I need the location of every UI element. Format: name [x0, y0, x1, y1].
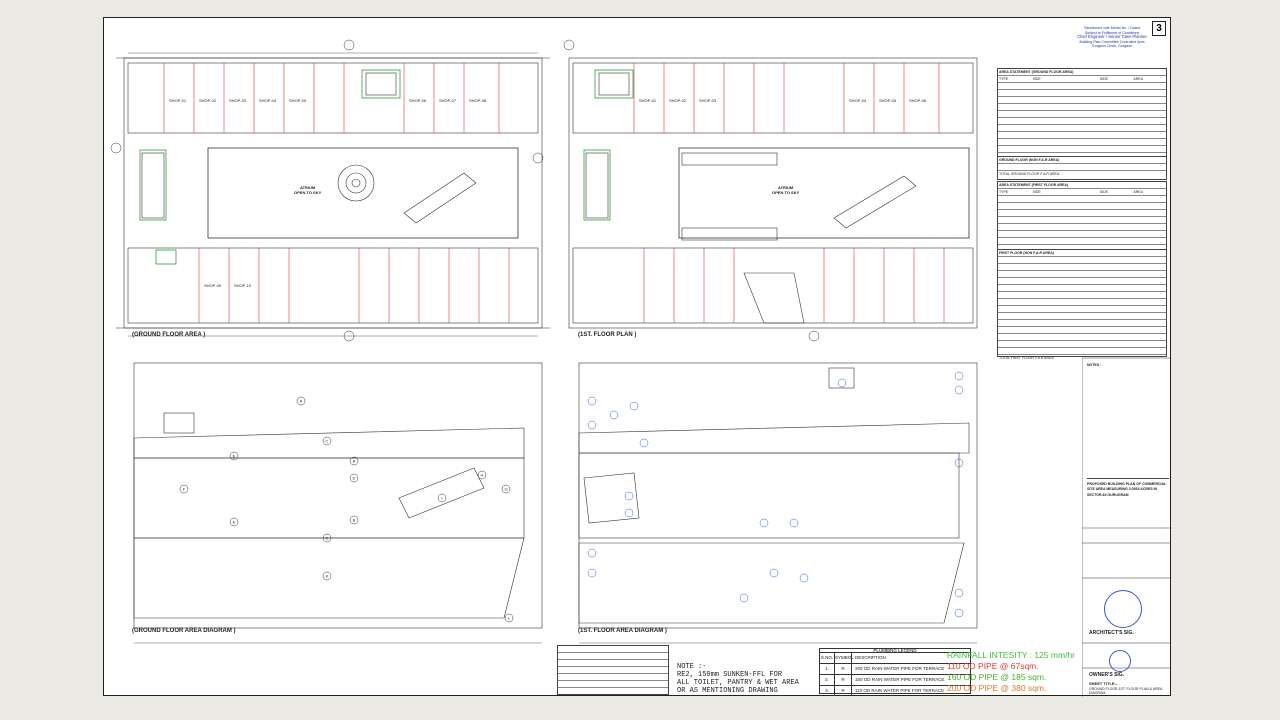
finish-schedule-table [557, 645, 669, 695]
rainfall-intensity: RAINFALL INTESITY : 125 mm/hr [947, 650, 1076, 660]
approval-stamp-text: Sanctioned vide Memo No. / Dated Subject… [1077, 26, 1147, 49]
ff-area-diagram-outline [578, 362, 978, 629]
owner-stamp [1109, 650, 1131, 672]
shop-label: SHOP-03 [699, 98, 717, 103]
svg-text:A: A [300, 399, 303, 404]
svg-text:D: D [353, 476, 356, 481]
gf-area-diagram-title: (GROUND FLOOR AREA DIAGRAM ) [132, 628, 236, 634]
svg-text:B: B [353, 459, 356, 464]
svg-text:I: I [441, 496, 442, 501]
shop-label: SHOP-04 [849, 98, 867, 103]
svg-text:L: L [508, 616, 511, 621]
project-description: PROPOSED BUILDING PLAN OF COMMERCIAL SIT… [1087, 482, 1167, 497]
architect-signature-label: ARCHITECT'S SIG. [1089, 630, 1134, 636]
shop-label: SHOP-01 [169, 98, 187, 103]
shop-label: SHOP-08 [469, 98, 487, 103]
drawing-sheet: 3 Sanctioned vide Memo No. / Dated Subje… [103, 17, 1171, 697]
shop-label: SHOP-07 [439, 98, 457, 103]
shop-label: SHOP-04 [259, 98, 277, 103]
shop-label: SHOP-06 [909, 98, 927, 103]
svg-text:C: C [326, 439, 329, 444]
svg-text:H: H [481, 473, 484, 478]
shop-label: SHOP-03 [229, 98, 247, 103]
ff-area-diagram-title: (1ST. FLOOR AREA DIAGRAM ) [578, 628, 667, 634]
shop-label: SHOP-10 [234, 283, 252, 288]
shop-label: SHOP-05 [289, 98, 307, 103]
svg-text:K: K [326, 574, 329, 579]
sheet-number: 3 [1152, 21, 1166, 36]
sheet-title: GROUND FLOOR,1ST. FLOOR PLAN & AREA DIAG… [1089, 687, 1163, 695]
svg-text:G: G [504, 487, 507, 492]
pipe-160: 160 OD PIPE @ 185 sqm. [947, 672, 1047, 682]
shop-label: SHOP-05 [879, 98, 897, 103]
svg-text:B: B [353, 518, 356, 523]
architect-stamp [1104, 590, 1142, 628]
svg-text:E: E [233, 520, 236, 525]
rainfall-notes: RAINFALL INTESITY : 125 mm/hr 110 OD PIP… [947, 650, 1075, 694]
floor-plans-drawing: A C E B F E B C I H G K L D [110, 39, 978, 644]
svg-text:E: E [233, 454, 236, 459]
svg-text:C: C [326, 536, 329, 541]
svg-text:F: F [183, 487, 186, 492]
sheet-title-label: SHEET TITLE:- [1089, 681, 1118, 686]
notes-column: NOTES : PROPOSED BUILDING PLAN OF COMMER… [1087, 363, 1169, 498]
drawing-note: NOTE :- RE2, 150mm SUNKEN-FFL FOR ALL TO… [677, 663, 799, 695]
shop-label: SHOP-02 [199, 98, 217, 103]
gf-area-diagram-outline [133, 362, 543, 629]
shop-label: SHOP-01 [639, 98, 657, 103]
pipe-200: 200 OD PIPE @ 380 sqm. [947, 683, 1047, 693]
shop-label: SHOP-02 [669, 98, 687, 103]
pipe-110: 110 OD PIPE @ 67sqm. [947, 661, 1039, 671]
owner-signature-label: OWNER'S SIG. [1089, 672, 1125, 678]
shop-label: SHOP-06 [409, 98, 427, 103]
ff-non-far-table: FIRST FLOOR (NON F.A.R AREA) TOTAL FIRST… [997, 249, 1167, 360]
shop-label: SHOP-09 [204, 283, 222, 288]
ff-plan-title: (1ST. FLOOR PLAN ) [578, 332, 637, 338]
gf-plan-title: (GROUND FLOOR AREA ) [132, 332, 206, 338]
gf-non-far-table: GROUND FLOOR (NON F.A.R AREA) TOTAL GROU… [997, 156, 1167, 180]
ff-plan-outline [568, 57, 978, 329]
